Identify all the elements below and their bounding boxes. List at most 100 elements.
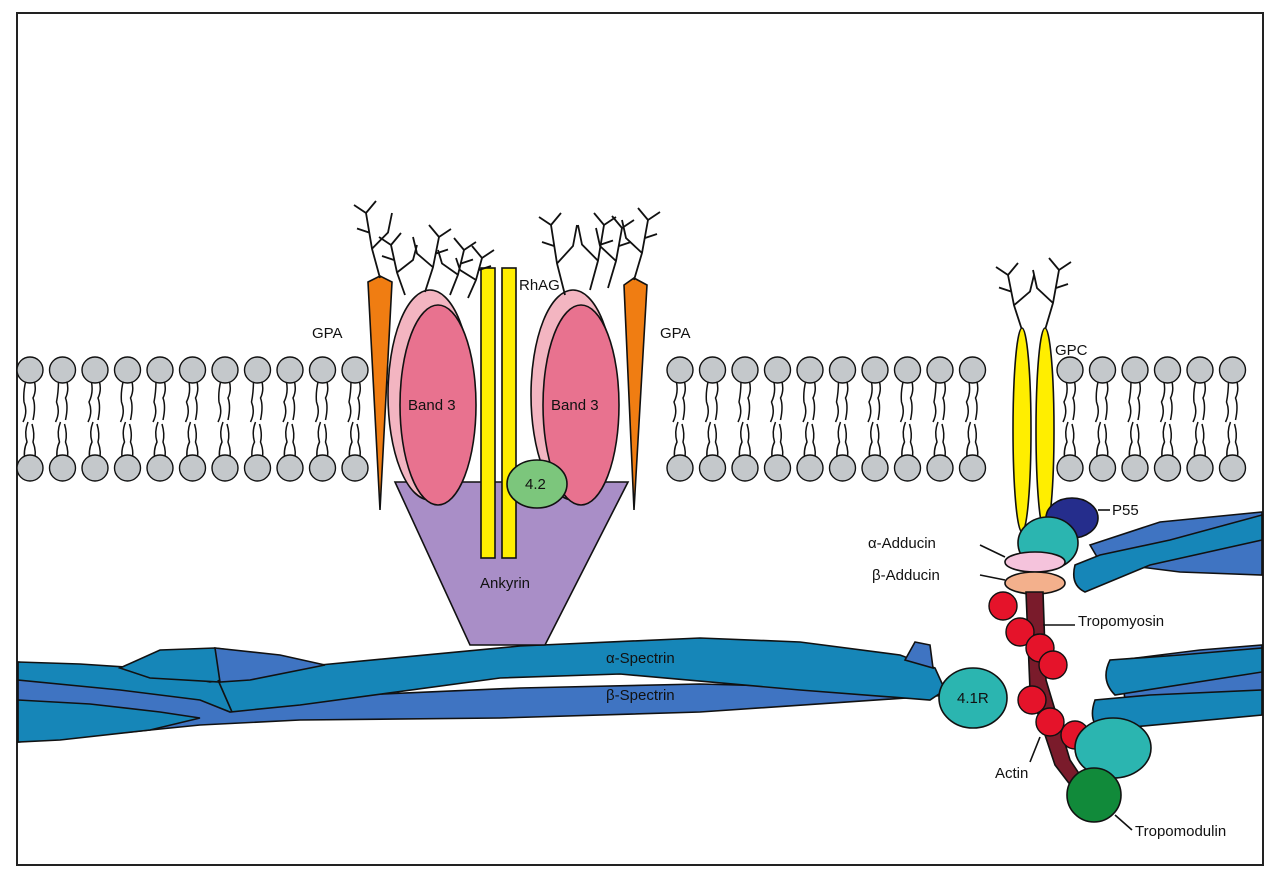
lipid-tail <box>932 379 947 423</box>
label-ankyrin: Ankyrin <box>480 575 530 592</box>
lipid-head <box>308 454 337 482</box>
lipid-head <box>731 356 759 384</box>
alpha-adducin <box>1004 551 1066 573</box>
lipid-tail <box>1127 379 1142 423</box>
spectrin-twist-left-b <box>214 647 326 683</box>
lipid-head <box>276 356 304 384</box>
lipid-head <box>926 356 954 384</box>
actin-filament <box>988 591 1090 750</box>
label-beta-adducin: β-Adducin <box>872 567 940 584</box>
lipid-head <box>178 356 207 384</box>
glycan-tree <box>353 200 393 279</box>
lipid-head <box>1088 356 1117 384</box>
label-protein-4-2: 4.2 <box>525 476 546 493</box>
lipid-tail <box>964 379 979 423</box>
lipid-head <box>698 356 727 384</box>
lipid-head <box>1056 356 1084 384</box>
glycan-tree <box>412 224 452 293</box>
lipid-head <box>666 356 694 384</box>
spectrin-left-lower <box>17 699 201 743</box>
lipid-tail <box>54 379 69 423</box>
lipid-head <box>178 454 207 482</box>
label-p55: P55 <box>1112 502 1139 519</box>
lipid-head <box>211 356 239 384</box>
label-gpa-left: GPA <box>312 325 343 342</box>
lipid-head <box>1056 454 1084 482</box>
actin-monomer <box>1035 707 1065 737</box>
lipid-head <box>1186 454 1214 482</box>
glycan-tree <box>455 245 495 299</box>
glycan-tree <box>577 212 617 291</box>
lipid-head <box>308 356 337 384</box>
lipid-head <box>48 356 77 384</box>
lipid-head <box>146 356 174 384</box>
actin-monomer <box>1038 650 1068 680</box>
lipid-head <box>243 356 272 384</box>
glycan-tree <box>595 215 635 289</box>
glycan-chains <box>353 200 1072 331</box>
lipid-tail <box>1094 379 1109 423</box>
lipid-head <box>113 454 142 482</box>
band3-left <box>399 304 477 506</box>
lipid-head <box>731 454 759 482</box>
lipid-head <box>763 454 792 482</box>
lipid-head <box>1121 454 1149 482</box>
leader-lines <box>979 509 1133 831</box>
gpc-1 <box>1012 327 1032 533</box>
label-band3-left: Band 3 <box>408 397 456 414</box>
glycan-tree <box>538 212 578 296</box>
lipid-head <box>211 454 239 482</box>
lipid-head <box>341 356 369 384</box>
rhag-bar-2 <box>501 267 517 559</box>
lipid-head <box>16 454 44 482</box>
protein-4-1r <box>938 667 1008 729</box>
lipid-tail <box>1192 379 1207 423</box>
glycan-tree <box>1032 257 1072 331</box>
label-gpc: GPC <box>1055 342 1088 359</box>
lipid-head <box>1218 356 1247 384</box>
label-actin: Actin <box>995 765 1028 782</box>
lipid-head <box>666 454 694 482</box>
label-tropomyosin: Tropomyosin <box>1078 613 1164 630</box>
glycan-tree <box>437 237 477 296</box>
lipid-head <box>796 454 824 482</box>
lipid-tail <box>802 379 817 423</box>
beta-adducin <box>1004 571 1066 595</box>
lipid-tail <box>217 379 232 423</box>
lipid-head <box>698 454 727 482</box>
lipid-tail <box>347 379 362 423</box>
gpc-2 <box>1035 327 1055 533</box>
lipid-tail <box>737 379 752 423</box>
label-alpha-spectrin: α-Spectrin <box>606 650 675 667</box>
glycan-tree <box>621 207 661 281</box>
lipid-head <box>861 356 889 384</box>
lipid-head <box>1121 356 1149 384</box>
lipid-head <box>81 356 109 384</box>
lipid-tail <box>184 379 199 423</box>
label-tropomodulin: Tropomodulin <box>1135 823 1226 840</box>
lipid-tail <box>249 379 264 423</box>
lipid-head <box>146 454 174 482</box>
lipid-tail <box>282 379 297 423</box>
lipid-head <box>926 454 954 482</box>
lipid-tail <box>672 379 687 423</box>
label-protein-4-1r: 4.1R <box>957 690 989 707</box>
lipid-head <box>893 454 922 482</box>
lipid-tail <box>1062 379 1077 423</box>
lipid-tail <box>22 379 37 423</box>
rhag-bar-1 <box>480 267 496 559</box>
lipid-head <box>893 356 922 384</box>
protein-4-2 <box>506 459 568 509</box>
lipid-tail <box>152 379 167 423</box>
lipid-tail <box>834 379 849 423</box>
label-band3-right: Band 3 <box>551 397 599 414</box>
lipid-head <box>958 356 987 384</box>
lipid-head <box>276 454 304 482</box>
glycan-tree <box>995 262 1035 331</box>
label-gpa-right: GPA <box>660 325 691 342</box>
lipid-tail <box>119 379 134 423</box>
lipid-head <box>113 356 142 384</box>
lipid-tail <box>1224 379 1239 423</box>
gpa-right <box>623 277 648 511</box>
lipid-head <box>763 356 792 384</box>
